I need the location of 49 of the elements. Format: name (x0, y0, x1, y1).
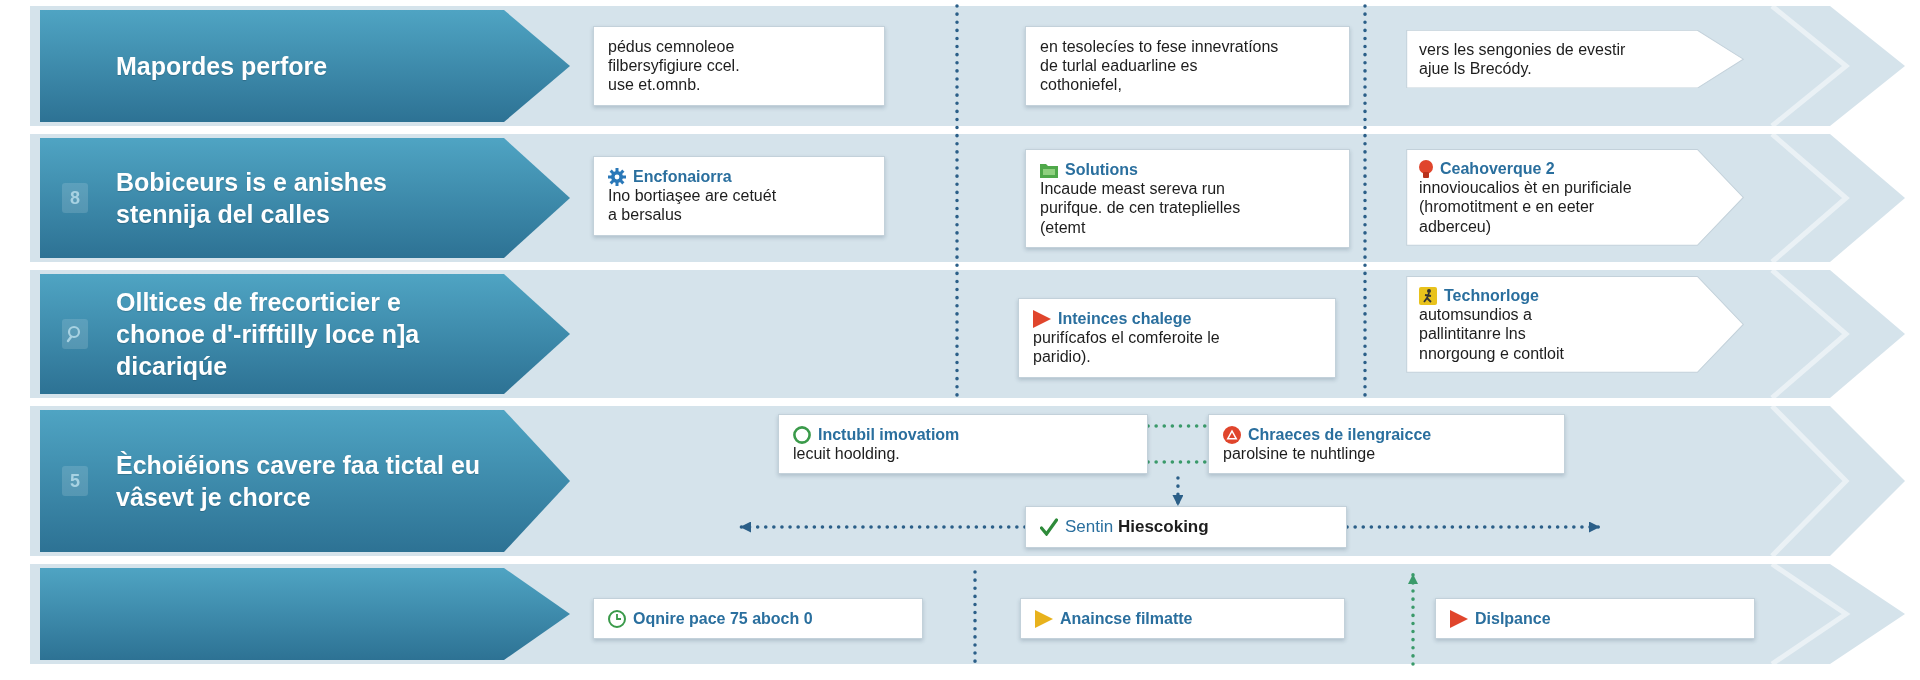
lane-title: Bobiceurs is e anishes stennija del calles (116, 167, 388, 230)
info-card (1025, 506, 1347, 549)
info-card (778, 414, 1148, 475)
info-card (1025, 149, 1350, 248)
card-text: Incaude meast sereva run purifque. de cen trateplielles (etemt (1040, 179, 1242, 237)
lane-header (40, 138, 570, 258)
card-title: Chraeces de ilengraicce (1248, 425, 1432, 445)
info-card (593, 598, 923, 640)
card-text: automsundios a pallintitanre lns nnorgoung e contloit (1419, 305, 1565, 363)
card-title: Anaincse filmatte (1060, 609, 1193, 629)
lane-title: Olltices de frecorticier e chonoe d'-rifftilly loce n]a dicariqúe (116, 287, 421, 382)
dotted-arrow (1345, 521, 1602, 533)
arrow-card (1405, 30, 1745, 89)
card-text: vers les sengonies de evestir ajue ls Brecódy. (1419, 40, 1627, 79)
lane-header (40, 568, 570, 660)
card-text: innovioucalios èt en purificiale (hromotitment e en eeter adberceu) (1419, 178, 1633, 236)
info-card (1208, 414, 1565, 475)
card-title: Solutions (1065, 160, 1138, 180)
info-card (1025, 26, 1350, 106)
lane-header (40, 410, 570, 552)
card-text: pédus cemnoleoe filbersyfigiure ccel. use et.omnb. (608, 37, 741, 95)
info-card (1018, 298, 1336, 378)
arrow-card (1405, 276, 1745, 373)
card-title: Inteinces chalege (1058, 309, 1192, 329)
card-text: Sentin Hiescoking (1065, 517, 1209, 538)
step-number: 5 (62, 466, 88, 496)
card-text: Ino bortiaşee are cetuét a bersalus (608, 186, 778, 225)
card-text: en tesolecíes to fese innevratíons de turlal eaduarline es cothoniefel, (1040, 37, 1280, 95)
card-text: lecuit hoolding. (793, 444, 901, 464)
info-card (593, 26, 885, 106)
dotted-arrow (738, 521, 1027, 533)
info-card (593, 156, 885, 236)
card-text: purifícafos el comferoite le paridio). (1033, 328, 1221, 367)
card-title: Ceahoverque 2 (1440, 159, 1555, 179)
card-title: Technorloge (1444, 286, 1539, 306)
card-title: Dislpance (1475, 609, 1551, 629)
lane-title: Èchoiéions cavere faa tictal eu vâsevt je chorce (116, 450, 482, 513)
info-card (1020, 598, 1345, 640)
card-title: Inctubil imovatiom (818, 425, 960, 445)
lane-header (40, 274, 570, 394)
lane-title: Mapordes perfore (116, 51, 328, 82)
card-text: parolsine te nuhtlinge (1223, 444, 1377, 464)
arrow-card (1405, 149, 1745, 246)
card-title: Encfonaiorra (633, 167, 732, 187)
step-number: 8 (62, 183, 88, 213)
dotted-arrow (1172, 476, 1184, 508)
card-title: Oqnire pace 75 aboch 0 (633, 609, 813, 629)
info-card (1435, 598, 1755, 640)
lane-header (40, 10, 570, 122)
